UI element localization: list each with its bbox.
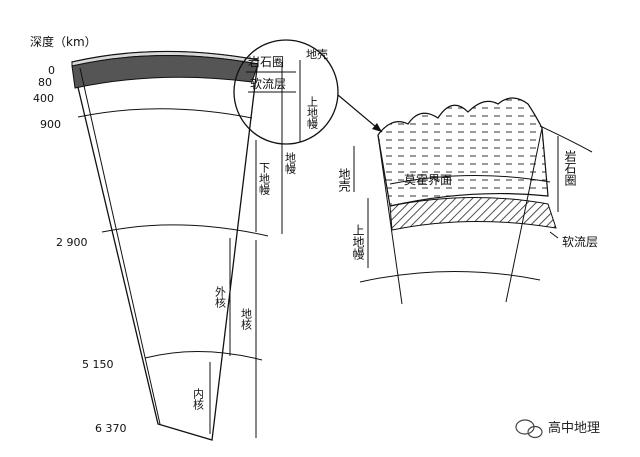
label-lower-mantle: 下地幔 [258,162,271,196]
label-mantle: 地幔 [284,152,297,175]
detail-label-lithosphere: 岩石圈 [563,149,577,187]
tick-label-400: 400 [33,92,54,105]
detail-view: 莫霍界面 地壳 上地幔 岩石圈 软流层 [337,97,598,305]
watermark: 高中地理 [515,419,600,439]
detail-label-upper-mantle: 上地幔 [351,224,365,261]
circle-labels: 岩石圈 软流层 地壳 [246,47,328,93]
boundary-900 [77,108,253,119]
asthenosphere-band [71,55,259,89]
tick-label-0: 0 [48,64,55,77]
detail-label-crust: 地壳 [337,168,351,193]
tick-label-5150: 5 150 [82,358,114,371]
tick-label-80: 80 [38,76,52,89]
crust-body [377,97,549,207]
tick-label-2900: 2 900 [56,236,88,249]
watermark-text: 高中地理 [548,420,600,436]
wechat-icon [515,419,543,439]
right-top-curve [539,125,593,153]
tick-label-900: 900 [40,118,61,131]
label-outer-core: 外核 [214,286,227,309]
detail-right-edge [505,127,543,303]
boundary-5150 [144,350,263,361]
depth-axis: 深度（km） 0 80 400 900 2 900 5 150 6 370 [30,34,127,435]
earth-wedge [71,50,269,441]
label-asthenosphere: 软流层 [250,77,286,91]
magnifier-circle [233,39,339,145]
detail-label-asthenosphere: 软流层 [562,235,598,249]
tick-label-6370: 6 370 [95,422,127,435]
detail-left-edge [377,134,403,305]
label-core: 地核 [240,308,253,331]
label-crust: 地壳 [306,47,328,61]
lower-curve [359,271,541,283]
asthenosphere-hatch [389,196,557,231]
wedge-inner-edge [79,67,161,425]
label-upper-mantle: 上地幔 [306,96,319,130]
zoom-arrowhead [372,123,382,132]
detail-asthenosphere-leader [549,231,559,239]
label-inner-core: 内核 [192,387,205,411]
boundary-2900 [101,224,269,237]
depth-axis-title: 深度（km） [30,34,97,49]
detail-label-moho: 莫霍界面 [404,173,452,187]
layer-brackets: 上地幔 下地幔 地幔 外核 地核 内核 [192,60,319,438]
label-lithosphere: 岩石圈 [248,54,284,69]
